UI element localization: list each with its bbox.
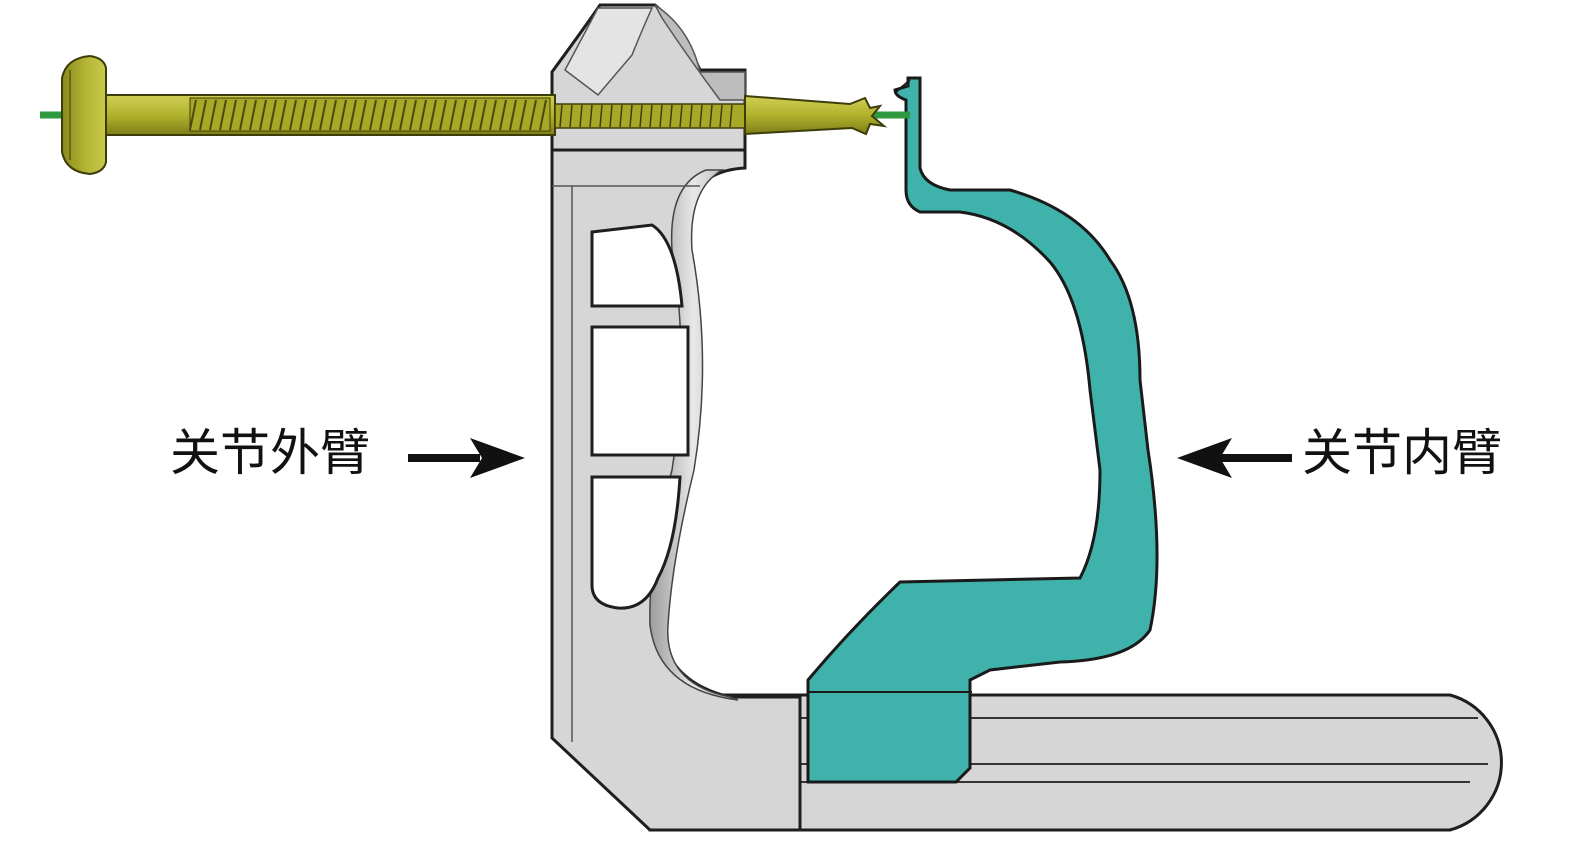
screw-tip (744, 94, 888, 136)
compression-screw (40, 54, 910, 176)
inner-arm-tip (895, 79, 911, 93)
outer-arm-window-middle (590, 325, 690, 457)
outer-arm-head-bevel (654, 4, 746, 101)
screw-thread-in-block-lines (559, 104, 733, 128)
outer-arm-window-bottom (590, 475, 682, 610)
screw-thread-lines (189, 99, 547, 131)
outer-arm-head-facet (564, 7, 654, 97)
screw-knob (61, 54, 107, 176)
outer-arm-label: 关节外臂 (170, 424, 370, 482)
inner-arm-arrow (1177, 438, 1292, 478)
outer-arm-arrow (408, 438, 525, 478)
outer-arm-window-top (590, 223, 684, 308)
inner-arm-body (806, 76, 1159, 784)
inner-arm (806, 76, 1159, 784)
inner-arm-label: 关节内臂 (1302, 424, 1502, 482)
